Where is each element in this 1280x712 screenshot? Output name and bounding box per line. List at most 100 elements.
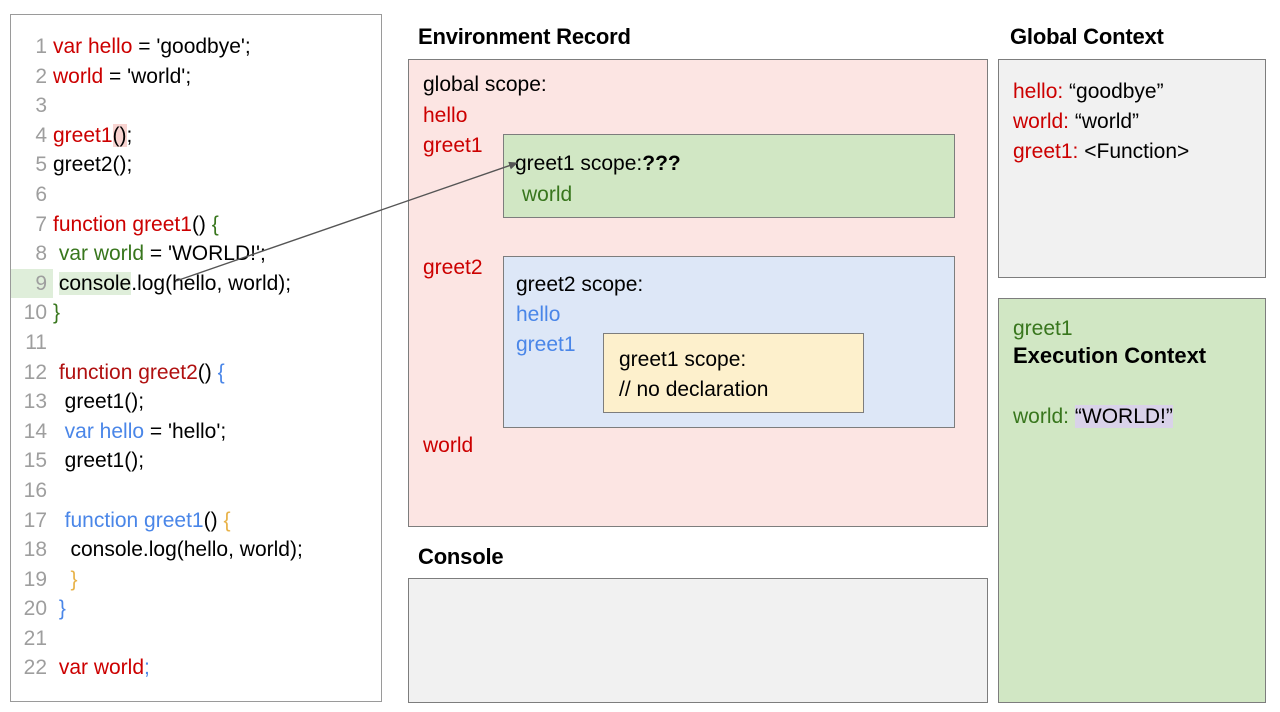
global-binding-greet1: greet1	[423, 134, 483, 157]
line-number: 19	[23, 567, 47, 591]
code-token: .log(hello, world);	[131, 271, 292, 295]
code-line-text: var hello = 'hello';	[53, 417, 381, 447]
environment-record-box: global scope: hello greet1 greet2 world …	[408, 59, 988, 527]
code-line-text: }	[53, 594, 381, 624]
code-token: ()	[197, 360, 212, 384]
code-token: console	[58, 271, 132, 295]
line-number: 7	[35, 212, 47, 236]
line-number: 13	[23, 390, 47, 414]
code-token: = 'WORLD!';	[144, 242, 266, 266]
code-line[interactable]: 20 }	[11, 594, 381, 624]
line-number: 11	[25, 330, 47, 354]
global-context-row: hello: “goodbye”	[1013, 80, 1164, 104]
global-binding-world: world	[423, 434, 474, 457]
code-line[interactable]: 22 var world;	[11, 653, 381, 683]
code-line-text: function greet2() {	[53, 358, 381, 388]
code-line[interactable]: 17 function greet1() {	[11, 506, 381, 536]
inner-greet1-scope-box: greet1 scope: // no declaration	[603, 333, 864, 413]
line-number: 3	[35, 94, 47, 118]
line-number: 5	[35, 153, 47, 177]
global-context-key: world:	[1013, 110, 1070, 133]
global-context-value: <Function>	[1078, 140, 1190, 163]
code-token: = 'world';	[103, 64, 192, 88]
code-line-text: console.log(hello, world);	[53, 535, 381, 565]
code-token: function greet1	[53, 508, 204, 532]
code-token: {	[211, 360, 225, 384]
code-token: greet1();	[53, 449, 145, 473]
code-token: function greet2	[53, 360, 198, 384]
code-line-text: greet1();	[53, 446, 381, 476]
code-token: function greet1	[53, 212, 192, 236]
code-line-text: function greet1() {	[53, 506, 381, 536]
line-number: 1	[35, 35, 47, 58]
code-line[interactable]: 21	[11, 624, 381, 654]
code-line-text: greet1();	[53, 387, 381, 417]
line-number: 16	[23, 478, 47, 502]
line-number: 2	[35, 64, 47, 88]
execution-context-variable-row: world: “WORLD!”	[1013, 405, 1173, 429]
code-line[interactable]: 6	[11, 180, 381, 210]
line-number: 4	[35, 123, 47, 147]
global-context-key: greet1:	[1013, 140, 1079, 163]
line-number: 14	[23, 419, 47, 443]
line-number: 22	[23, 656, 47, 680]
code-token: }	[53, 597, 66, 621]
code-line-text: world = 'world';	[53, 62, 381, 92]
execution-context-box: greet1 Execution Context world: “WORLD!”	[998, 298, 1266, 703]
greet2-scope-binding-greet1: greet1	[516, 333, 576, 356]
global-context-box: hello: “goodbye” world: “world” greet1: …	[998, 59, 1266, 278]
code-token: {	[217, 508, 231, 532]
global-binding-greet2: greet2	[423, 256, 483, 279]
execution-context-variable-value: “WORLD!”	[1074, 405, 1173, 428]
code-token: {	[205, 212, 219, 236]
line-number: 20	[23, 597, 47, 621]
line-number: 17	[23, 508, 47, 532]
code-line[interactable]: 11	[11, 328, 381, 358]
code-line-text: var world;	[53, 653, 381, 683]
global-context-value: “goodbye”	[1063, 80, 1164, 103]
code-line[interactable]: 3	[11, 91, 381, 121]
code-line[interactable]: 10}	[11, 298, 381, 328]
greet1-scope-unknown-marker: ???	[642, 152, 681, 175]
line-number: 21	[23, 626, 47, 650]
code-line[interactable]: 18 console.log(hello, world);	[11, 535, 381, 565]
line-number: 8	[35, 242, 47, 266]
code-line-text: var hello = 'goodbye';	[53, 32, 381, 62]
code-line[interactable]: 13 greet1();	[11, 387, 381, 417]
code-line[interactable]: 15 greet1();	[11, 446, 381, 476]
code-token	[53, 272, 59, 295]
code-line[interactable]: 8 var world = 'WORLD!';	[11, 239, 381, 269]
line-number: 6	[35, 182, 47, 206]
code-line[interactable]: 16	[11, 476, 381, 506]
code-token: var hello	[53, 419, 145, 443]
code-line-text: function greet1() {	[53, 210, 381, 240]
greet1-scope-binding-world: world	[522, 183, 573, 206]
inner-greet1-scope-title: greet1 scope:	[619, 348, 747, 371]
code-token: world	[53, 64, 104, 88]
line-number: 9	[11, 268, 53, 299]
console-output-box[interactable]	[408, 578, 988, 703]
execution-context-variable-key: world:	[1013, 405, 1070, 428]
greet2-scope-title: greet2 scope:	[516, 273, 644, 296]
greet1-scope-title: greet1 scope:???	[515, 152, 681, 176]
code-token: ()	[203, 508, 218, 532]
code-line[interactable]: 1 var hello = 'goodbye';	[11, 32, 381, 62]
code-line-text: greet2();	[53, 150, 381, 180]
code-token: }	[53, 301, 61, 325]
code-token: var world	[53, 242, 145, 266]
greet1-scope-title-text: greet1 scope:	[515, 152, 643, 175]
code-line[interactable]: 19 }	[11, 565, 381, 595]
global-context-row: world: “world”	[1013, 110, 1139, 134]
greet2-scope-binding-hello: hello	[516, 303, 561, 326]
code-token: = 'hello';	[144, 419, 227, 443]
code-line[interactable]: 12 function greet2() {	[11, 358, 381, 388]
code-line[interactable]: 14 var hello = 'hello';	[11, 417, 381, 447]
code-line[interactable]: 9 console.log(hello, world);	[11, 268, 381, 299]
code-line-text: }	[53, 298, 381, 328]
code-line-text: console.log(hello, world);	[53, 269, 381, 299]
